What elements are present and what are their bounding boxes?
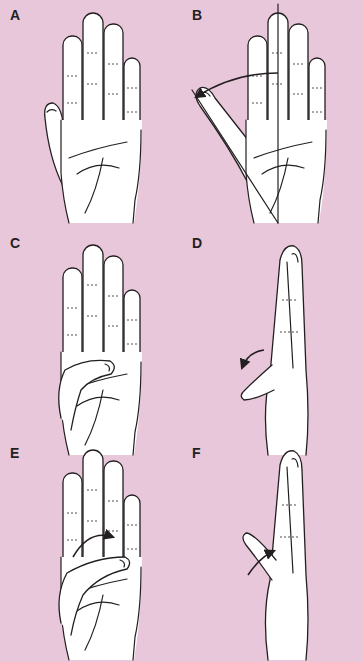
hand-f: [243, 451, 308, 660]
hand-b: [192, 4, 327, 223]
panel-letter: F: [192, 446, 201, 460]
panel-letter: C: [10, 236, 20, 250]
hand-c: [59, 245, 142, 455]
panel-letter: A: [10, 8, 20, 22]
panel-letter: B: [192, 8, 202, 22]
panel-letter: E: [10, 446, 19, 460]
hand-a: [45, 13, 142, 223]
panel-letter: D: [192, 236, 202, 250]
hand-d: [241, 246, 308, 455]
hand-e: [59, 450, 142, 660]
